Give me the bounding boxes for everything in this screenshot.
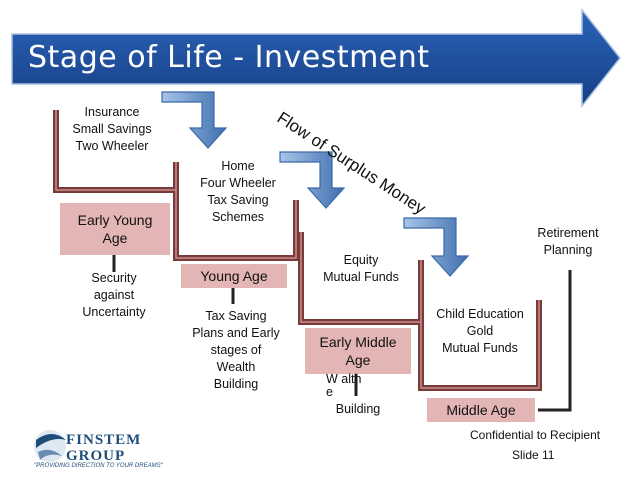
stage-young-age: Young Age [181, 264, 287, 288]
flow-arrow-2 [279, 151, 346, 209]
title-banner [11, 7, 621, 109]
flow-arrow-3 [403, 217, 470, 277]
goal-early-young: Security against Uncertainty [82, 271, 146, 319]
stage-early-young-age: Early Young Age [60, 203, 170, 255]
goal-early-middle-part1: W alth e [326, 372, 362, 400]
investment-early-young: Insurance Small Savings Two Wheeler [72, 105, 152, 153]
logo-name: FINSTEM [66, 432, 142, 448]
connector-retirement [538, 270, 572, 412]
slide-number: Slide 11 [512, 448, 555, 462]
flow-arrow-1 [161, 91, 228, 149]
investment-early-middle: Equity Mutual Funds [323, 253, 399, 284]
goal-early-middle-part2: Building [335, 402, 381, 416]
stage-early-middle-age: Early Middle Age [305, 328, 411, 374]
confidential-label: Confidential to Recipient [470, 428, 601, 442]
logo-tagline: "PROVIDING DIRECTION TO YOUR DREAMS" [34, 463, 163, 469]
investment-young: Home Four Wheeler Tax Saving Schemes [200, 159, 276, 224]
goal-young: Tax Saving Plans and Early stages of Wea… [192, 309, 280, 391]
finstem-logo-icon [34, 430, 66, 462]
page-title: Stage of Life - Investment [28, 40, 430, 75]
investment-retirement: Retirement Planning [537, 226, 599, 257]
logo-sub: GROUP [66, 448, 126, 464]
stage-middle-age: Middle Age [427, 398, 535, 422]
investment-middle: Child Education Gold Mutual Funds [436, 307, 524, 355]
